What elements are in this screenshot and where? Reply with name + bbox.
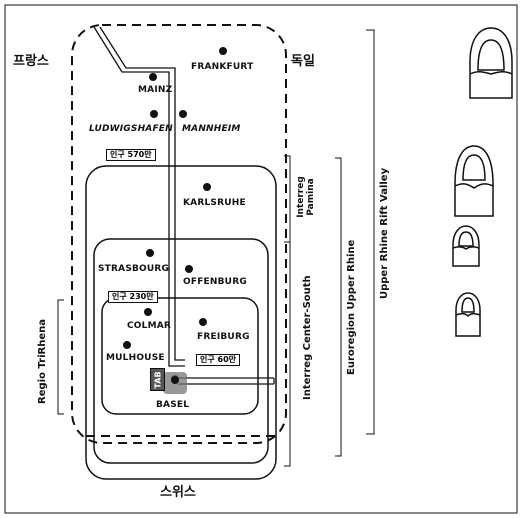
city-dot-frankfurt: [219, 47, 227, 55]
center-south-bracket: [284, 241, 291, 467]
region-label-upper-rhine-rift-valley: Upper Rhine Rift Valley: [379, 167, 390, 299]
population-label-lower: 인구 60만: [196, 354, 240, 366]
rift-valley-bracket: [366, 29, 375, 435]
city-dot-karlsruhe: [203, 183, 211, 191]
population-label-middle: 인구 230만: [108, 291, 158, 303]
euroregion-dashed-border: [71, 24, 287, 444]
city-dot-colmar: [144, 308, 152, 316]
city-dot-mulhouse: [123, 341, 131, 349]
nesting-doll-large-icon: [469, 27, 513, 99]
region-label-interreg-center-south: Interreg Center-South: [302, 275, 313, 400]
city-dot-strasbourg: [146, 249, 154, 257]
city-label-strasbourg: STRASBOURG: [98, 264, 170, 274]
tab-badge: TAB: [150, 368, 165, 391]
region-label-regio-trirhena: Regio TriRhena: [37, 319, 48, 404]
nesting-doll-medium-icon: [454, 145, 494, 217]
trirhena-region-box: [101, 297, 259, 415]
rhine-river-right-bank: [99, 26, 185, 361]
pamina-region-box: [85, 165, 277, 480]
outer-frame: [4, 4, 518, 514]
city-label-mainz: MAINZ: [138, 85, 173, 95]
city-label-mannheim: MANNHEIM: [182, 124, 241, 134]
euroregion-bracket: [335, 157, 342, 457]
city-label-frankfurt: FRANKFURT: [191, 62, 254, 72]
city-dot-ludwigshafen: [150, 110, 158, 118]
trirhena-bracket: [57, 299, 64, 415]
nesting-doll-tiny-icon: [455, 292, 481, 337]
country-label-switzerland: 스위스: [160, 485, 196, 500]
city-dot-freiburg: [199, 318, 207, 326]
city-dot-offenburg: [185, 265, 193, 273]
center-south-region-box: [93, 238, 269, 464]
city-label-karlsruhe: KARLSRUHE: [183, 198, 246, 208]
city-label-offenburg: OFFENBURG: [183, 277, 247, 287]
city-label-mulhouse: MULHOUSE: [106, 353, 165, 363]
country-label-france: 프랑스: [13, 54, 49, 69]
city-label-freiburg: FREIBURG: [197, 332, 250, 342]
city-label-colmar: COLMAR: [127, 321, 172, 331]
country-label-germany: 독일: [291, 54, 315, 69]
tab-label: TAB: [153, 370, 162, 389]
rhine-river-left-bank: [93, 26, 185, 367]
nesting-doll-small-icon: [452, 225, 480, 267]
city-label-ludwigshafen: LUDWIGSHAFEN: [89, 124, 173, 134]
city-label-basel: BASEL: [156, 400, 190, 410]
region-label-euroregion-upper-rhine: Euroregion Upper Rhine: [346, 239, 357, 375]
region-label-interreg-pamina: Interreg Pamina: [296, 176, 317, 218]
population-label-upper: 인구 570만: [106, 149, 156, 161]
city-dot-mannheim: [179, 110, 187, 118]
city-dot-mainz: [149, 73, 157, 81]
